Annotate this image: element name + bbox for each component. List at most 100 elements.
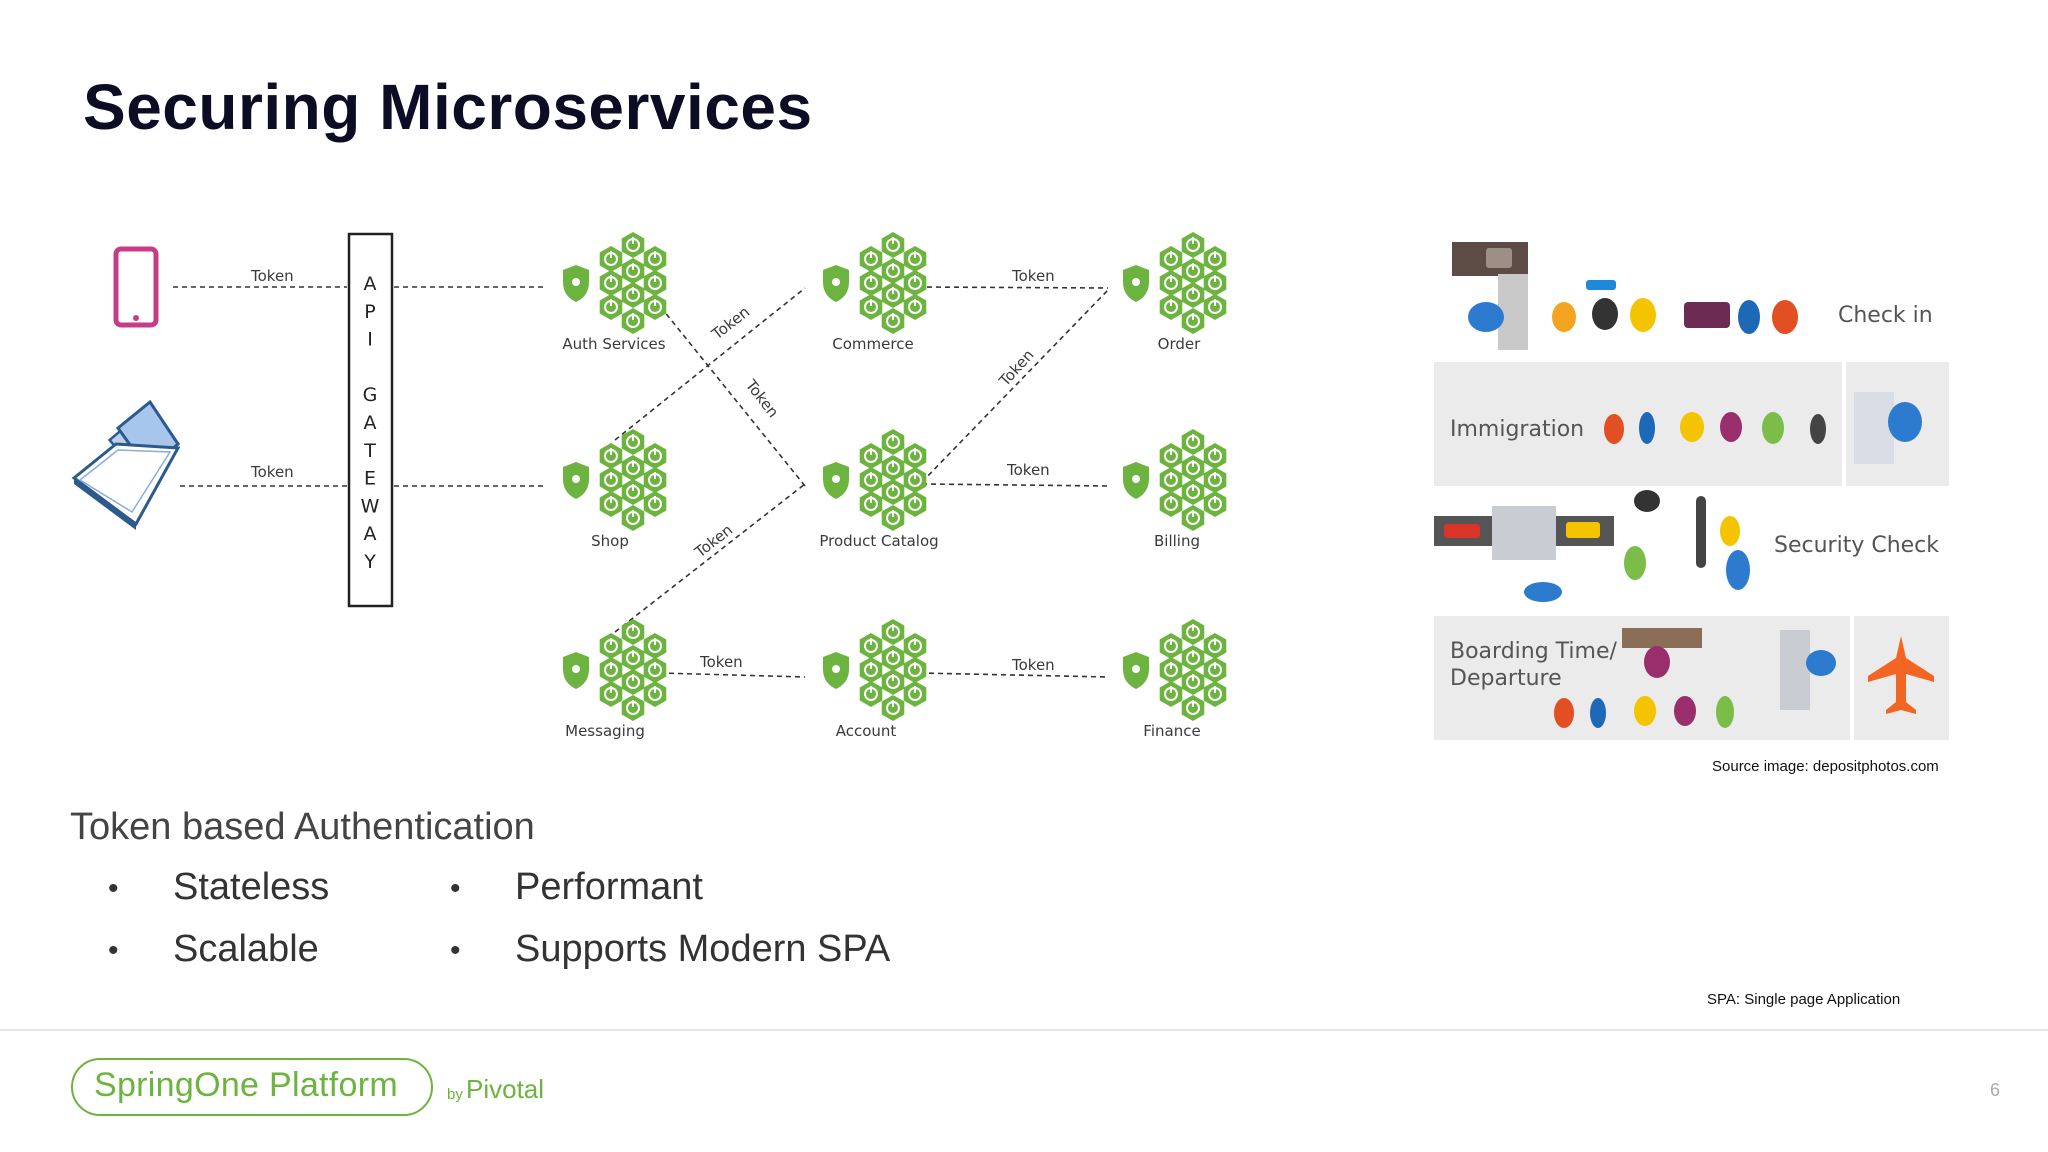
hex-cell: [1159, 443, 1183, 469]
hex-cell: [1203, 657, 1227, 683]
gate-desk: [1622, 628, 1702, 648]
bag-icon: [1566, 522, 1600, 538]
hex-cell: [1159, 657, 1183, 683]
hex-cell: [903, 270, 927, 296]
shield-keyhole: [1132, 665, 1140, 673]
hex-cell: [621, 258, 645, 284]
hex-cell: [1181, 479, 1205, 505]
service-node-messaging: Messaging: [563, 619, 667, 740]
hex-cell: [903, 467, 927, 493]
gate-divider: [1850, 616, 1854, 740]
hex-cell: [1159, 246, 1183, 272]
page-number: 6: [1990, 1080, 2001, 1100]
hex-cell: [859, 657, 883, 683]
person-icon: [1639, 412, 1655, 444]
hex-cell: [1181, 258, 1205, 284]
hex-cell: [881, 455, 905, 481]
hex-cell: [881, 258, 905, 284]
person-icon: [1720, 516, 1740, 546]
gateway-letter: T: [363, 440, 376, 462]
hex-cell: [859, 681, 883, 707]
subtitle: Token based Authentication: [70, 806, 535, 848]
service-label: Messaging: [565, 722, 645, 740]
hex-cell: [621, 695, 645, 721]
hex-cell: [1181, 308, 1205, 334]
person-icon: [1634, 490, 1660, 512]
hex-cell: [881, 308, 905, 334]
hex-cell: [859, 294, 883, 320]
row-label: Security Check: [1774, 533, 1940, 558]
hex-cell: [621, 308, 645, 334]
hex-cell: [621, 619, 645, 645]
hex-cell: [599, 657, 623, 683]
hex-cell: [643, 270, 667, 296]
hex-cell: [1159, 270, 1183, 296]
service-label: Product Catalog: [819, 532, 938, 550]
hex-cell: [903, 294, 927, 320]
gateway-letter: I: [367, 329, 373, 351]
hex-cell: [859, 467, 883, 493]
gateway-letter: E: [364, 468, 376, 490]
gateway-letter: A: [364, 523, 377, 545]
token-label: Token: [708, 303, 754, 344]
hex-cell: [1159, 681, 1183, 707]
hex-cell: [1203, 246, 1227, 272]
hex-cell: [903, 657, 927, 683]
service-label: Account: [836, 722, 897, 740]
bullet-performant: Performant: [515, 866, 703, 908]
hex-cell: [881, 669, 905, 695]
metal-detector: [1696, 496, 1706, 568]
hex-cell: [1203, 270, 1227, 296]
row-label: Boarding Time/ Departure: [1450, 639, 1617, 691]
hex-cell: [643, 443, 667, 469]
hex-cell: [881, 695, 905, 721]
hex-cell: [643, 467, 667, 493]
hex-cell: [643, 246, 667, 272]
hex-cell: [1159, 491, 1183, 517]
springone-logo: SpringOne Platform: [94, 1066, 398, 1104]
hex-cell: [881, 232, 905, 258]
bullet-scalable: Scalable: [173, 928, 319, 970]
gateway-letter: Y: [363, 551, 376, 573]
hex-cell: [903, 681, 927, 707]
suitcase-icon: [1486, 248, 1512, 268]
person-icon: [1552, 302, 1576, 332]
slide-title: Securing Microservices: [83, 71, 813, 143]
hex-cell: [599, 294, 623, 320]
image-source-caption: Source image: depositphotos.com: [1712, 758, 1939, 775]
airport-illustration: Check in Immigration Security Check Boar…: [1434, 240, 1949, 740]
hex-cell: [903, 633, 927, 659]
footer-divider: [0, 1029, 2048, 1031]
catalog-order-line: [921, 289, 1109, 483]
booth-icon: [1854, 392, 1894, 464]
person-icon: [1624, 546, 1646, 580]
officer-icon: [1888, 402, 1922, 442]
row-label: Immigration: [1450, 417, 1585, 442]
auth-catalog-line: [654, 299, 806, 487]
service-node-billing: Billing: [1123, 429, 1227, 550]
shield-keyhole: [1132, 278, 1140, 286]
hex-cell: [599, 633, 623, 659]
token-label: Token: [1006, 461, 1050, 479]
bullet-dot: •: [450, 934, 461, 967]
person-icon: [1674, 696, 1696, 726]
gateway-letter: W: [361, 495, 380, 517]
shield-keyhole: [832, 278, 840, 286]
hex-cell: [1203, 491, 1227, 517]
hex-cell: [643, 633, 667, 659]
person-icon: [1680, 412, 1704, 442]
hex-cell: [881, 282, 905, 308]
person-icon: [1738, 300, 1760, 334]
hex-cell: [643, 657, 667, 683]
service-node-order: Order: [1123, 232, 1227, 353]
hex-cell: [599, 443, 623, 469]
hex-cell: [881, 619, 905, 645]
hex-cell: [881, 479, 905, 505]
hex-cell: [621, 645, 645, 671]
hex-cell: [1181, 455, 1205, 481]
hex-cell: [859, 633, 883, 659]
gateway-letter: A: [364, 412, 377, 434]
person-icon: [1630, 298, 1656, 332]
mobile-phone-icon: [113, 246, 159, 328]
